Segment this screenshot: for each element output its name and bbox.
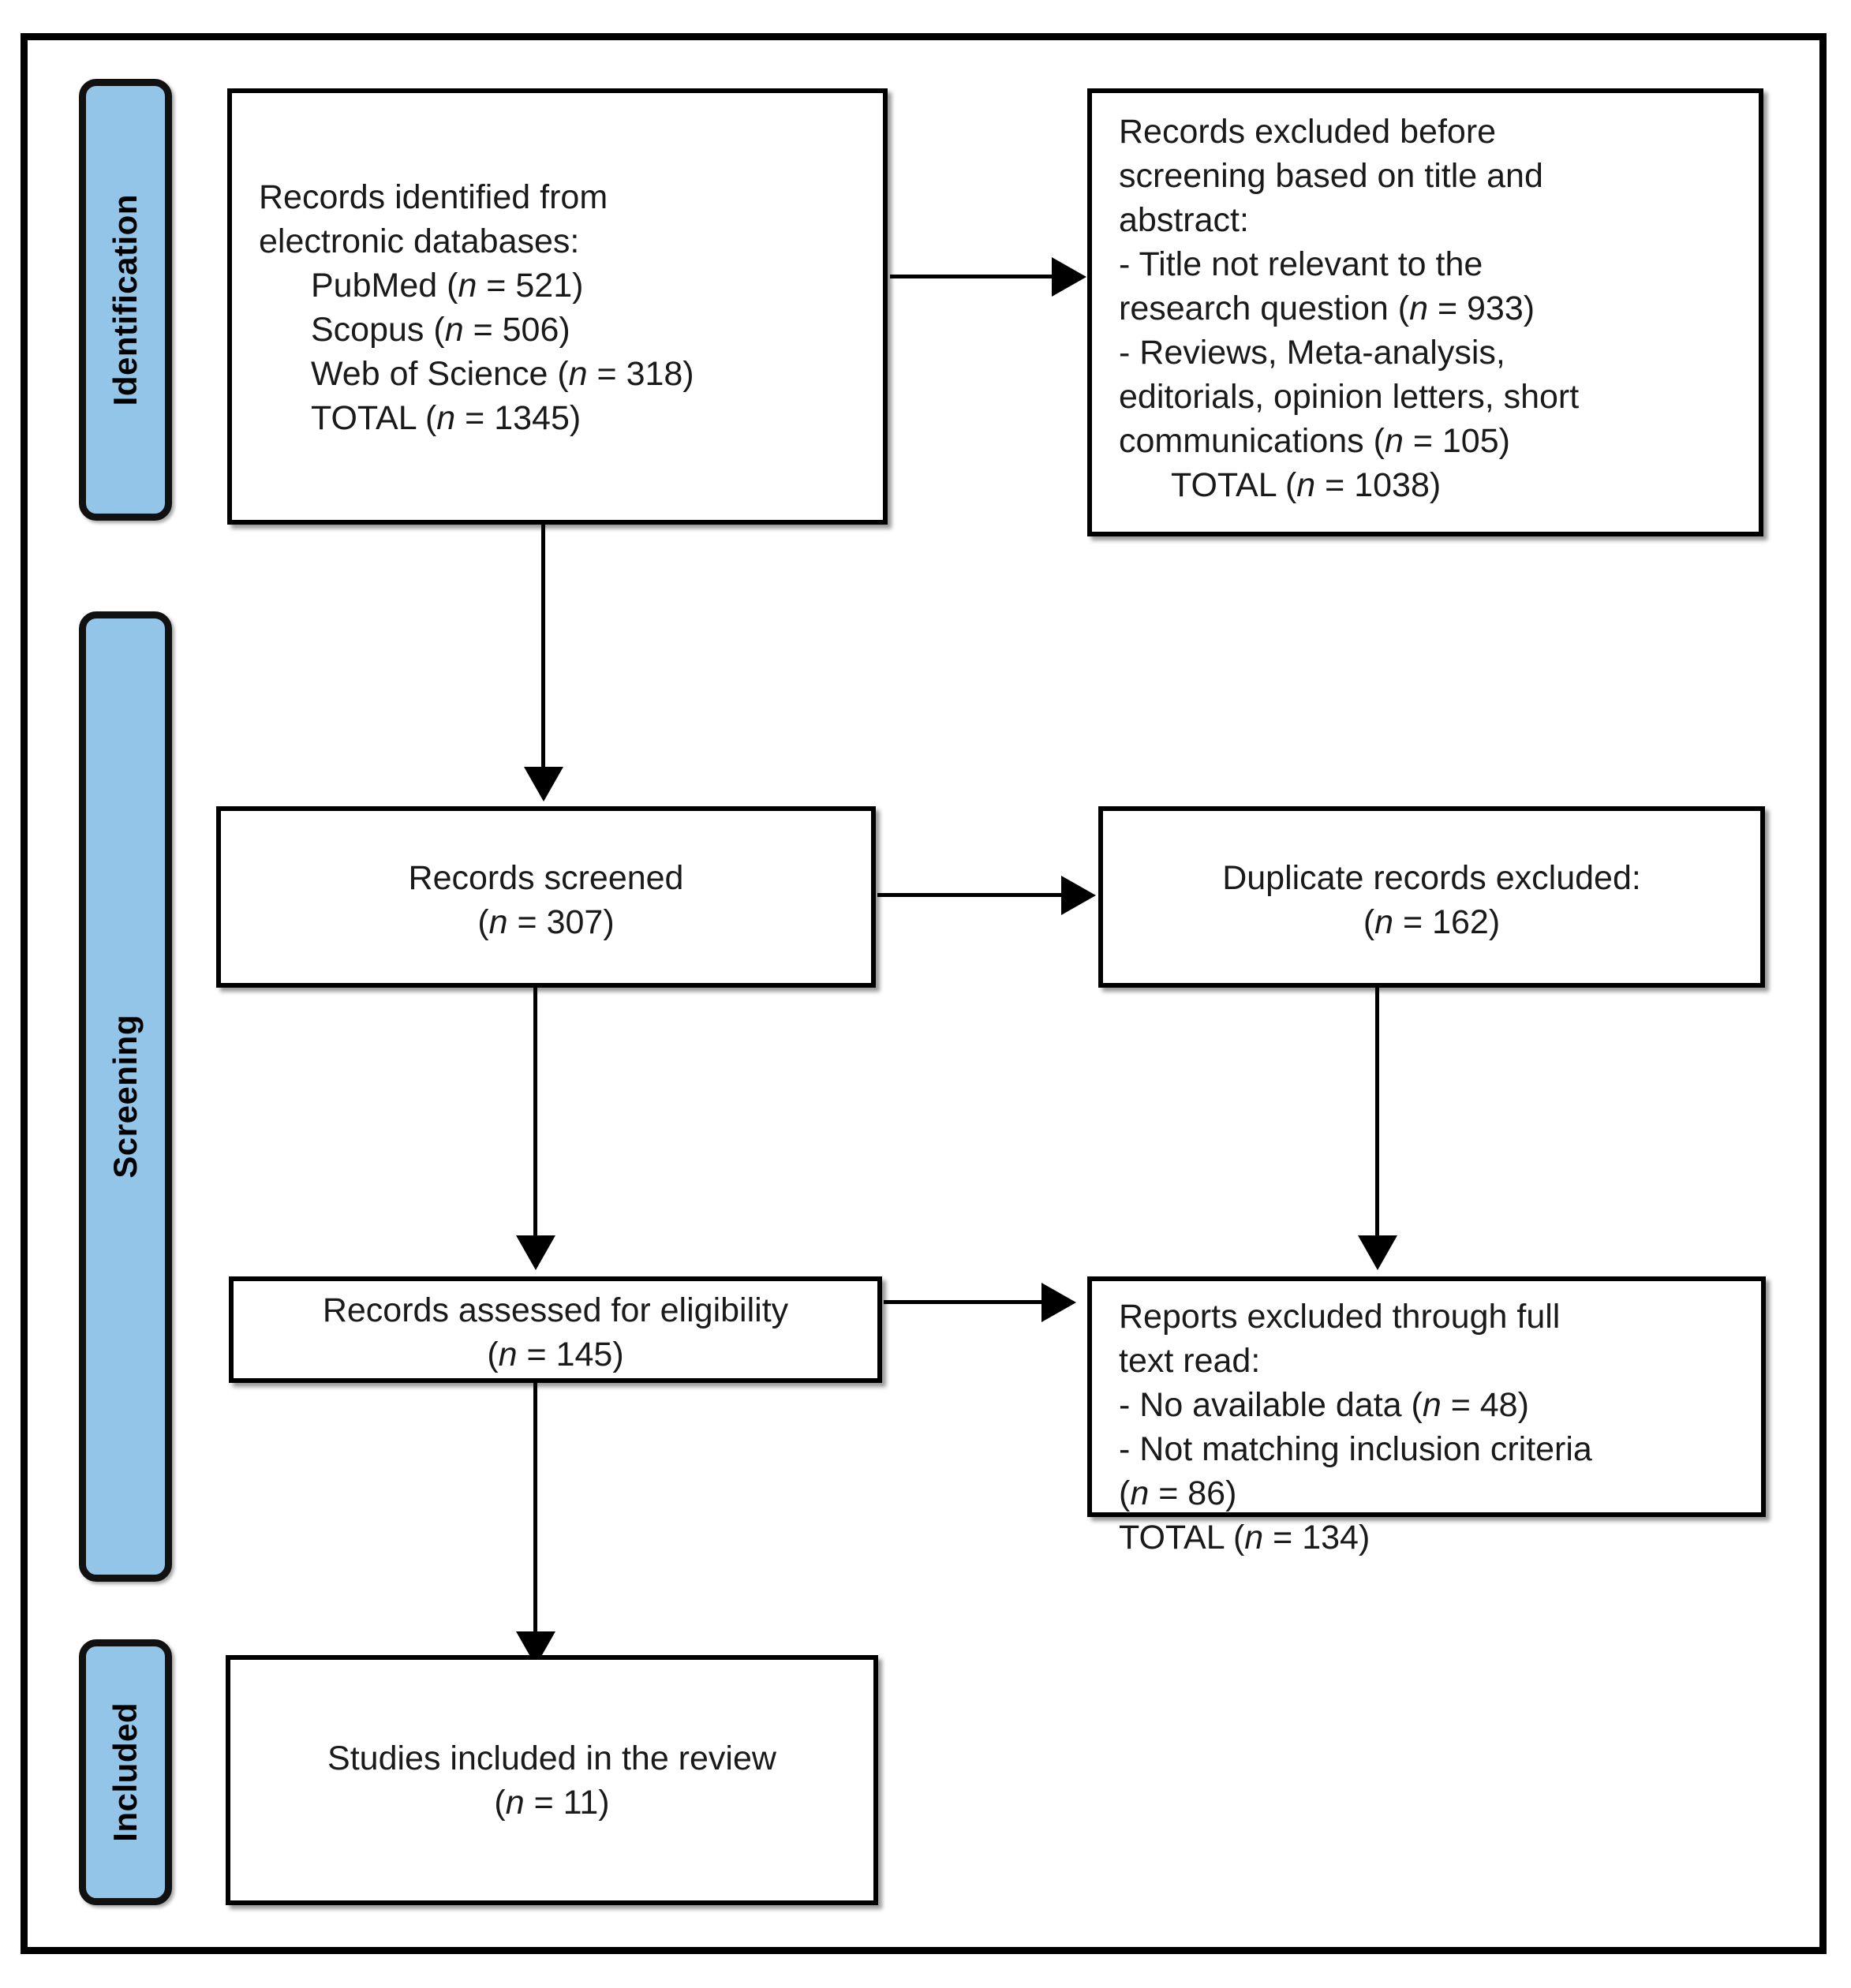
excluded-reviews-line-3: communications (n = 105)	[1092, 420, 1759, 464]
stage-label-screening: Screening	[107, 1015, 144, 1179]
identified-total-label: TOTAL (	[311, 399, 437, 437]
screened-paren-open: (	[477, 903, 489, 941]
included-n-symbol: n	[505, 1784, 525, 1822]
wos-count: = 318)	[587, 355, 694, 393]
excluded-before-screening-line-2: screening based on title and	[1119, 157, 1543, 195]
excluded-reviews-line-1: - Reviews, Meta-analysis,	[1119, 334, 1505, 372]
screened-value: = 307)	[507, 903, 615, 941]
records-assessed-count: (n = 145)	[234, 1333, 877, 1377]
arrowhead-screened-to-duplicates	[1061, 876, 1096, 915]
wos-label: Web of Science (	[311, 355, 569, 393]
duplicates-paren-open: (	[1363, 903, 1375, 941]
records-identified-pubmed: PubMed (n = 521)	[232, 264, 883, 308]
box-duplicate-records-excluded: Duplicate records excluded: (n = 162)	[1098, 806, 1765, 988]
not-matching-paren-open: (	[1119, 1474, 1131, 1512]
stage-label-identification: Identification	[107, 193, 144, 406]
connector-assessed-to-included	[533, 1383, 537, 1635]
assessed-n-symbol: n	[498, 1336, 518, 1373]
reports-excluded-not-matching: - Not matching inclusion criteria	[1119, 1430, 1592, 1468]
records-assessed-label: Records assessed for eligibility	[322, 1291, 789, 1329]
records-identified-line-2: electronic databases:	[259, 222, 580, 260]
stage-bar-included: Included	[79, 1639, 172, 1905]
box-reports-excluded-full-text: Reports excluded through full text read:…	[1087, 1276, 1766, 1556]
identified-total-n-symbol: n	[436, 399, 456, 437]
records-screened-label: Records screened	[408, 859, 684, 897]
excluded-before-screening-total: TOTAL (n = 1038)	[1092, 464, 1759, 508]
excluded-total-count: = 1038)	[1315, 466, 1442, 504]
excluded-title-not-relevant-line-2: research question (n = 933)	[1092, 287, 1759, 331]
duplicates-value: = 162)	[1393, 903, 1501, 941]
screened-n-symbol: n	[488, 903, 508, 941]
records-screened-count: (n = 307)	[221, 901, 871, 945]
records-identified-scopus: Scopus (n = 506)	[232, 308, 883, 353]
reports-excluded-total: TOTAL (n = 134)	[1092, 1516, 1761, 1560]
excluded-before-screening-line-1: Records excluded before	[1119, 113, 1497, 151]
scopus-label: Scopus (	[311, 311, 445, 349]
records-identified-line-1: Records identified from	[259, 178, 608, 216]
assessed-paren-open: (	[487, 1336, 499, 1373]
excluded-title-not-relevant-line-1: - Title not relevant to the	[1119, 245, 1483, 283]
connector-assessed-to-reports-excluded	[884, 1300, 1043, 1304]
no-data-count: = 48)	[1441, 1386, 1529, 1424]
arrowhead-identified-to-screened	[524, 767, 563, 802]
stage-bar-identification: Identification	[79, 79, 172, 521]
reports-excluded-not-matching-count: (n = 86)	[1092, 1472, 1761, 1516]
box-records-assessed-for-eligibility: Records assessed for eligibility (n = 14…	[229, 1276, 882, 1383]
no-data-n-symbol: n	[1422, 1386, 1442, 1424]
arrowhead-assessed-to-reports-excluded	[1041, 1283, 1076, 1322]
records-identified-total: TOTAL (n = 1345)	[232, 397, 883, 441]
reports-excluded-line-1: Reports excluded through full	[1119, 1298, 1561, 1336]
studies-included-label: Studies included in the review	[327, 1740, 776, 1777]
excluded-before-screening-line-3: abstract:	[1119, 201, 1249, 239]
pubmed-label: PubMed (	[311, 267, 458, 305]
pubmed-n-symbol: n	[458, 267, 477, 305]
arrowhead-screened-to-assessed	[516, 1235, 555, 1270]
pubmed-count: = 521)	[477, 267, 584, 305]
reports-total-n-symbol: n	[1244, 1519, 1264, 1556]
communications-count: = 105)	[1403, 422, 1510, 460]
identified-total-count: = 1345)	[455, 399, 581, 437]
excluded-total-n-symbol: n	[1296, 466, 1316, 504]
scopus-n-symbol: n	[444, 311, 464, 349]
no-data-label: - No available data (	[1119, 1386, 1423, 1424]
reports-total-count: = 134)	[1263, 1519, 1370, 1556]
box-records-identified: Records identified from electronic datab…	[227, 88, 888, 525]
records-identified-wos: Web of Science (n = 318)	[232, 353, 883, 397]
duplicate-records-excluded-count: (n = 162)	[1103, 901, 1760, 945]
studies-included-count: (n = 11)	[230, 1781, 873, 1825]
reports-total-label: TOTAL (	[1119, 1519, 1245, 1556]
connector-screened-to-assessed	[533, 988, 537, 1240]
connector-duplicates-to-reports-excluded	[1375, 988, 1379, 1240]
connector-identified-to-screened	[541, 525, 545, 772]
duplicates-n-symbol: n	[1374, 903, 1394, 941]
not-matching-value: = 86)	[1149, 1474, 1237, 1512]
scopus-count: = 506)	[463, 311, 570, 349]
excluded-reviews-line-2: editorials, opinion letters, short	[1119, 378, 1580, 416]
connector-screened-to-duplicates	[877, 893, 1063, 897]
reports-excluded-no-data: - No available data (n = 48)	[1092, 1384, 1761, 1428]
communications-label: communications (	[1119, 422, 1385, 460]
arrowhead-duplicates-to-reports-excluded	[1358, 1235, 1397, 1270]
assessed-value: = 145)	[517, 1336, 624, 1373]
stage-label-included: Included	[107, 1702, 144, 1842]
included-paren-open: (	[494, 1784, 506, 1822]
box-records-screened: Records screened (n = 307)	[216, 806, 876, 988]
arrowhead-identified-to-excluded	[1052, 257, 1086, 297]
duplicate-records-excluded-label: Duplicate records excluded:	[1222, 859, 1641, 897]
connector-identified-to-excluded	[890, 275, 1053, 278]
box-studies-included-in-review: Studies included in the review (n = 11)	[226, 1655, 878, 1905]
excluded-total-label: TOTAL (	[1171, 466, 1297, 504]
research-question-count: = 933)	[1428, 290, 1535, 327]
stage-bar-screening: Screening	[79, 611, 172, 1582]
not-matching-n-symbol: n	[1130, 1474, 1150, 1512]
reports-excluded-line-2: text read:	[1119, 1342, 1261, 1380]
box-records-excluded-before-screening: Records excluded before screening based …	[1087, 88, 1763, 536]
research-question-n-symbol: n	[1409, 290, 1429, 327]
wos-n-symbol: n	[568, 355, 588, 393]
research-question-label: research question (	[1119, 290, 1410, 327]
included-value: = 11)	[524, 1784, 610, 1822]
communications-n-symbol: n	[1384, 422, 1404, 460]
